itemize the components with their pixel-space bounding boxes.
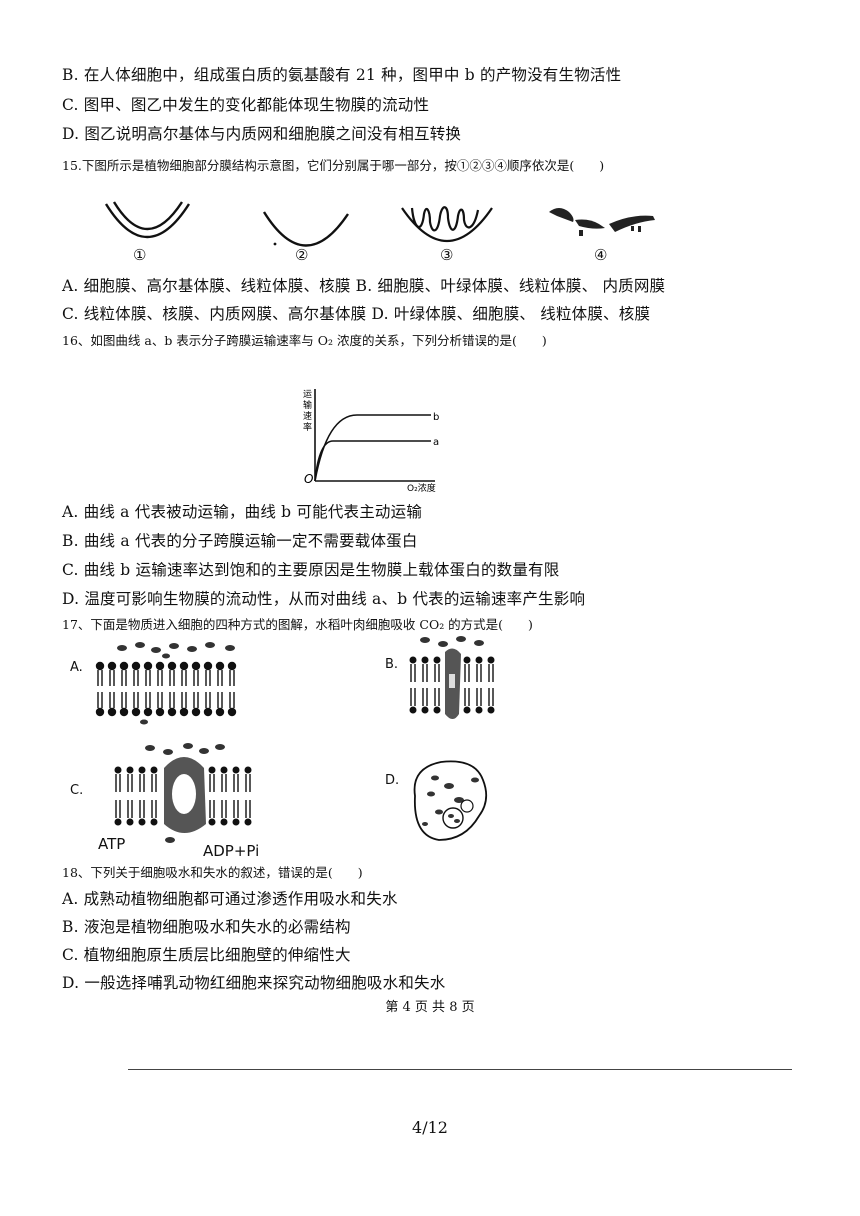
q17-stem: 17、下面是物质进入细胞的四种方式的图解，水稻叶肉细胞吸收 CO₂ 的方式是( … <box>62 617 533 632</box>
figure-b-carrier-diffusion <box>405 634 500 729</box>
q14-option-d: D. 图乙说明高尔基体与内质网和细胞膜之间没有相互转换 <box>62 125 462 143</box>
q15-stem: 15.下图所示是植物细胞部分膜结构示意图，它们分别属于哪一部分，按①②③④顺序依… <box>62 158 605 173</box>
q16-option-a: A. 曲线 a 代表被动运输，曲线 b 可能代表主动运输 <box>62 503 423 521</box>
q15-options-ab: A. 细胞膜、高尔基体膜、线粒体膜、核膜 B. 细胞膜、叶绿体膜、线粒体膜、 内… <box>62 277 666 295</box>
figure-d-endocytosis <box>405 756 495 846</box>
q16-option-b: B. 曲线 a 代表的分子跨膜运输一定不需要载体蛋白 <box>62 532 418 550</box>
figure-label-2: ② <box>295 246 309 264</box>
membrane-figure-2 <box>258 206 353 251</box>
figure-a-free-diffusion <box>92 640 252 725</box>
curve-a-label: a <box>433 437 439 448</box>
figure-label-3: ③ <box>440 246 454 264</box>
q15-options-cd: C. 线粒体膜、核膜、内质网膜、高尔基体膜 D. 叶绿体膜、细胞膜、 线粒体膜、… <box>62 305 651 323</box>
membrane-figure-1 <box>100 198 195 248</box>
q17-label-d: D. <box>385 773 400 788</box>
q17-label-c: C. <box>70 783 84 798</box>
atp-label: ATP <box>98 835 126 853</box>
q18-option-d: D. 一般选择哺乳动物红细胞来探究动物细胞吸水和失水 <box>62 974 446 992</box>
y-axis-label-1: 运 <box>303 389 312 400</box>
q14-option-b: B. 在人体细胞中，组成蛋白质的氨基酸有 21 种，图甲中 b 的产物没有生物活… <box>62 66 622 84</box>
q16-option-d: D. 温度可影响生物膜的流动性，从而对曲线 a、b 代表的运输速率产生影响 <box>62 590 586 608</box>
figure-label-1: ① <box>133 246 147 264</box>
q17-label-a: A. <box>70 660 83 675</box>
curve-b-label: b <box>433 412 439 423</box>
q18-stem: 18、下列关于细胞吸水和失水的叙述，错误的是( ) <box>62 865 363 880</box>
page-number: 4/12 <box>412 1118 448 1137</box>
q16-stem: 16、如图曲线 a、b 表示分子跨膜运输速率与 O₂ 浓度的关系，下列分析错误的… <box>62 333 547 348</box>
transport-rate-graph: b a 运 输 速 率 O O₂浓度 <box>295 383 455 493</box>
q16-option-c: C. 曲线 b 运输速率达到饱和的主要原因是生物膜上载体蛋白的数量有限 <box>62 561 560 579</box>
page-divider <box>128 1069 792 1070</box>
y-axis-label-2: 输 <box>303 399 312 411</box>
figure-label-4: ④ <box>594 246 608 264</box>
origin-label: O <box>304 472 313 486</box>
membrane-figure-4 <box>545 202 660 247</box>
figure-c-active-transport <box>108 742 268 847</box>
q17-label-b: B. <box>385 657 399 672</box>
q18-option-b: B. 液泡是植物细胞吸水和失水的必需结构 <box>62 918 351 936</box>
adp-label: ADP+Pi <box>203 842 260 860</box>
page-footer: 第 4 页 共 8 页 <box>385 1000 475 1015</box>
q18-option-c: C. 植物细胞原生质层比细胞壁的伸缩性大 <box>62 946 351 964</box>
y-axis-label-3: 速 <box>303 411 312 422</box>
x-axis-label: O₂浓度 <box>407 482 436 493</box>
q18-option-a: A. 成熟动植物细胞都可通过渗透作用吸水和失水 <box>62 890 398 908</box>
q14-option-c: C. 图甲、图乙中发生的变化都能体现生物膜的流动性 <box>62 96 430 114</box>
y-axis-label-4: 率 <box>303 421 312 433</box>
membrane-figure-3 <box>398 200 496 250</box>
